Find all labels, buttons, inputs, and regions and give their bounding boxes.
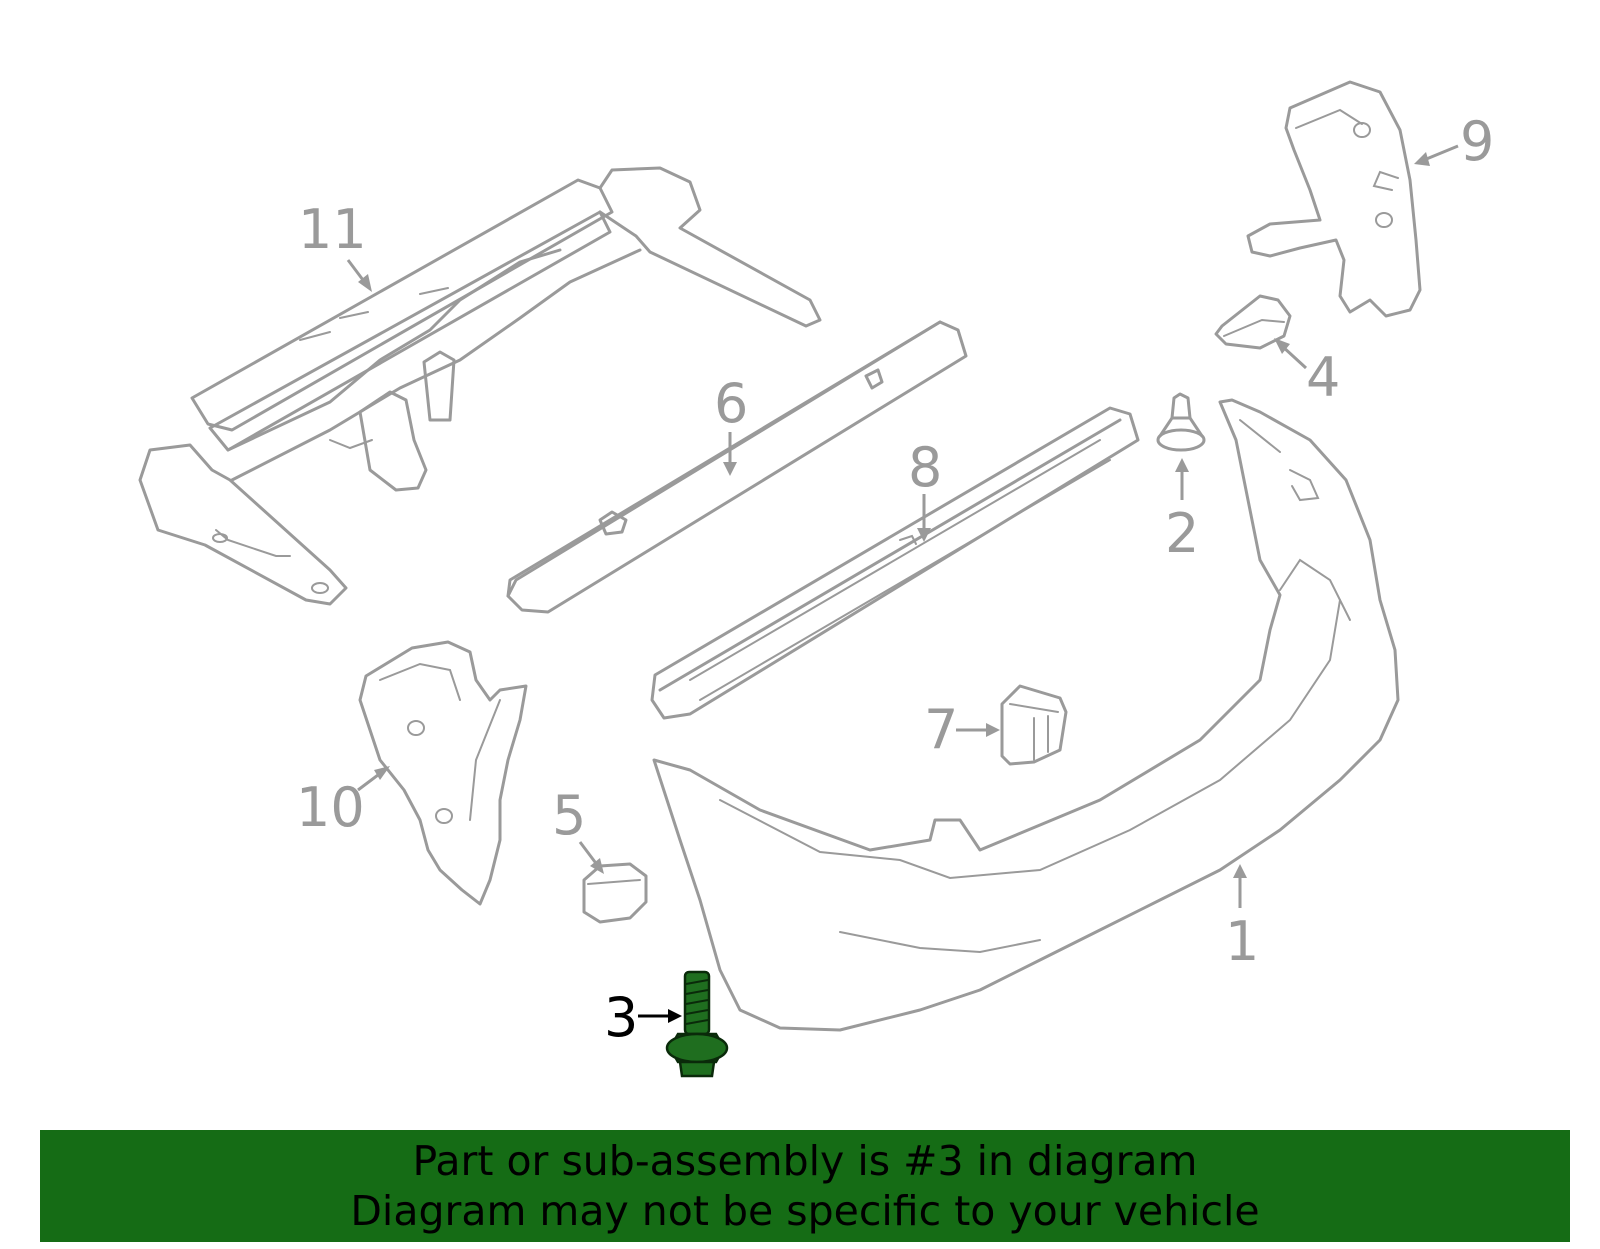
callout-10: 10 — [296, 776, 365, 839]
callout-8: 8 — [908, 436, 942, 499]
part-11-crossmember — [138, 166, 822, 606]
callout-1: 1 — [1225, 910, 1259, 973]
info-banner: Part or sub-assembly is #3 in diagram Di… — [40, 1130, 1570, 1242]
banner-line-part: Part or sub-assembly is #3 in diagram — [412, 1137, 1198, 1185]
part-6-reinforcement — [506, 320, 968, 614]
callout-2: 2 — [1165, 502, 1199, 565]
part-1-bumper-cover — [652, 398, 1400, 1032]
part-7-block — [1000, 684, 1068, 766]
banner-line-disclaimer: Diagram may not be specific to your vehi… — [350, 1187, 1260, 1235]
callout-11: 11 — [298, 198, 367, 261]
callout-4: 4 — [1306, 346, 1340, 409]
callout-9: 9 — [1460, 110, 1494, 173]
part-9-bracket-right — [1246, 80, 1422, 318]
callout-labels: 1 2 3 4 5 6 7 8 9 10 11 — [296, 110, 1494, 1049]
part-3-bolt-highlighted — [665, 970, 729, 1078]
callout-arrows — [346, 144, 1459, 1023]
callout-3: 3 — [604, 986, 638, 1049]
callout-7: 7 — [924, 698, 958, 761]
callout-5: 5 — [552, 784, 586, 847]
part-4-guide — [1214, 294, 1292, 350]
part-2-clip — [1156, 392, 1206, 452]
part-5-cap — [582, 862, 648, 924]
parts-diagram: 1 2 3 4 5 6 7 8 9 10 11 — [138, 80, 1494, 1078]
part-10-bracket-left — [358, 640, 528, 906]
part-8-absorber — [650, 406, 1140, 720]
callout-6: 6 — [714, 372, 748, 435]
